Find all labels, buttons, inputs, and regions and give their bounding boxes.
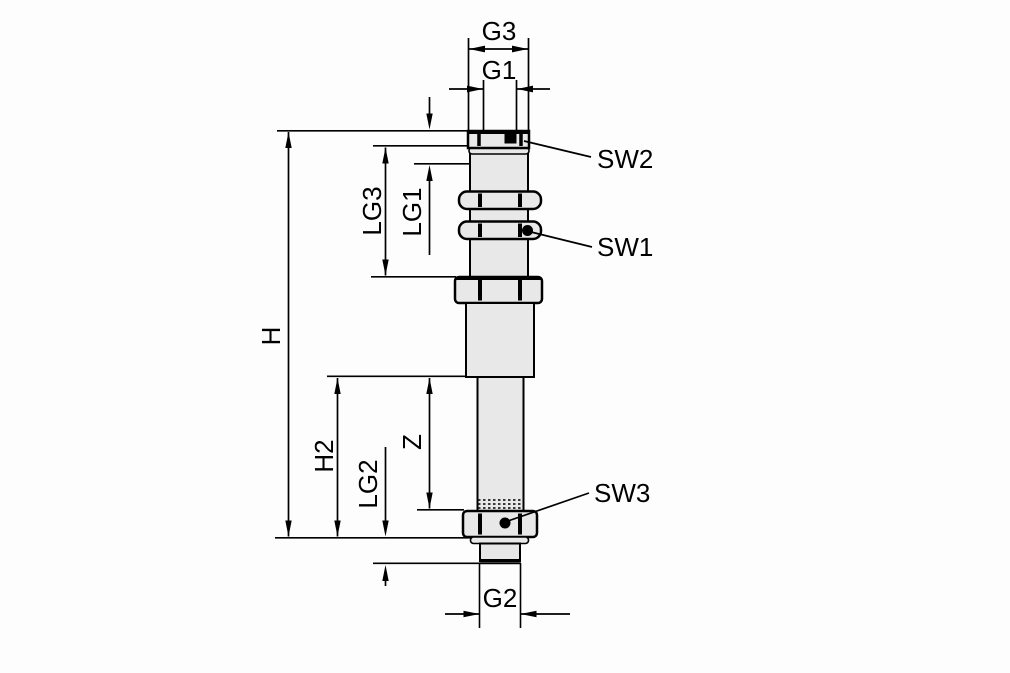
g1-arrow-right (517, 85, 533, 93)
lg2-arrow-down (382, 520, 389, 537)
sw2-marker-square (504, 133, 517, 144)
lg1-arrow-up (426, 165, 433, 181)
ring-nut-1 (457, 190, 543, 211)
sw1-label: SW1 (597, 232, 653, 262)
z-label: Z (397, 434, 427, 450)
wide-cylinder (465, 302, 535, 378)
dimension-linework (275, 38, 570, 618)
g1-arrow-left (467, 85, 483, 93)
g2-arrow-right (520, 610, 537, 618)
sw1-marker-dot (522, 225, 533, 236)
part-outline (453, 129, 544, 628)
h2-arrow-top (334, 378, 341, 394)
sw2-leader-line (523, 140, 592, 158)
g1-label: G1 (482, 55, 517, 85)
labels: G3 G1 G2 H LG3 LG1 H2 Z LG2 SW2 SW1 SW3 (256, 16, 653, 613)
sw3-label: SW3 (594, 478, 650, 508)
z-arrow-bottom (426, 492, 433, 509)
g3-arrow-right (512, 45, 528, 53)
lg1-arrow-down (426, 113, 433, 130)
g2-label: G2 (483, 583, 518, 613)
big-hex-nut (453, 275, 544, 305)
g3-arrow-left (469, 45, 485, 53)
upper-body-cylinder (469, 147, 529, 279)
sw3-leader-line (507, 492, 590, 522)
lg2-label: LG2 (353, 459, 383, 508)
lower-shaft (476, 376, 525, 513)
z-arrow-top (426, 378, 433, 394)
lg3-label: LG3 (357, 186, 387, 235)
bottom-collar (479, 542, 521, 563)
sw1-leader-line (530, 231, 593, 248)
lg2-arrow-up (382, 565, 389, 581)
sw2-label: SW2 (597, 144, 653, 174)
g2-arrow-left (463, 610, 480, 618)
g3-label: G3 (482, 16, 517, 46)
lg3-arrow-top (382, 147, 389, 164)
callout-leaders (507, 140, 593, 522)
lg3-arrow-bottom (382, 259, 389, 276)
lg1-label: LG1 (397, 187, 427, 236)
h-arrow-bottom (285, 520, 292, 537)
h-label: H (256, 327, 286, 346)
h2-arrow-bottom (334, 520, 341, 537)
h-arrow-top (285, 132, 292, 148)
sw3-marker-dot (499, 517, 511, 529)
h2-label: H2 (309, 439, 339, 472)
